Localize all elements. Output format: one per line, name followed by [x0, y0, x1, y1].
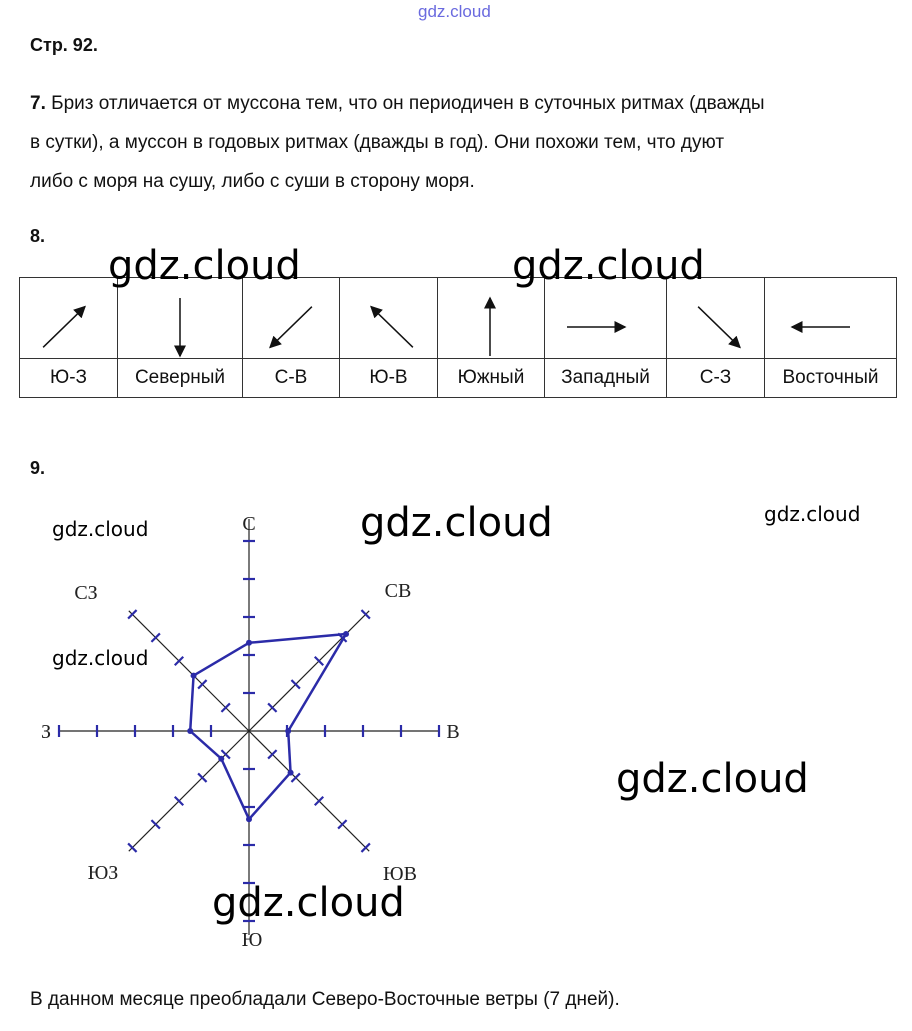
rose-tick: [127, 842, 138, 853]
watermark: gdz.cloud: [212, 880, 405, 926]
rose-direction-label: СЗ: [74, 582, 97, 604]
question-7: 7. Бриз отличается от муссона тем, что о…: [30, 84, 765, 201]
arrow-cell: [666, 277, 765, 359]
rose-tick: [150, 632, 161, 643]
rose-tick: [313, 655, 325, 667]
arrow-south-west-icon: [269, 306, 313, 349]
watermark: gdz.cloud: [52, 517, 149, 541]
rose-tick: [267, 749, 278, 760]
rose-tick: [150, 819, 161, 830]
watermark: gdz.cloud: [764, 502, 861, 526]
q8-number: 8.: [30, 226, 46, 246]
rose-tick: [267, 702, 278, 713]
arrow-cell: [544, 277, 667, 359]
rose-tick: [127, 609, 138, 620]
q7-number: 7.: [30, 93, 46, 114]
rose-direction-label: С: [242, 513, 255, 535]
watermark-top: gdz.cloud: [418, 2, 491, 21]
wind-label: Северный: [117, 358, 243, 398]
rose-axis: [248, 730, 370, 852]
watermark: gdz.cloud: [616, 756, 809, 802]
rose-direction-label: В: [446, 721, 459, 743]
wind-label: Восточный: [764, 358, 897, 398]
rose-direction-label: ЮВ: [383, 863, 417, 885]
rose-tick: [337, 819, 348, 830]
rose-data-point: [187, 728, 194, 734]
arrow-cell: [242, 277, 340, 359]
arrow-north-east-icon: [42, 305, 86, 348]
watermark: gdz.cloud: [52, 646, 149, 670]
watermark: gdz.cloud: [512, 243, 705, 289]
rose-direction-label: З: [41, 721, 51, 743]
wind-label: С-З: [666, 358, 765, 398]
rose-tick: [360, 609, 371, 620]
rose-data-point: [287, 769, 294, 776]
rose-data-point: [285, 728, 292, 734]
wind-label: Западный: [544, 358, 667, 398]
rose-direction-label: ЮЗ: [88, 862, 119, 884]
rose-direction-label: Ю: [242, 929, 263, 951]
rose-tick: [173, 795, 185, 807]
rose-polygon: [188, 632, 348, 821]
wind-label: Южный: [437, 358, 545, 398]
rose-data-point: [246, 639, 252, 646]
watermark: gdz.cloud: [360, 500, 553, 546]
wind-label: Ю-В: [339, 358, 438, 398]
rose-tick: [197, 679, 208, 690]
arrow-cell: [764, 277, 897, 359]
wind-direction-table: Ю-З Северный С-В Ю-В Южный Западный С-З …: [19, 277, 897, 398]
rose-tick: [313, 795, 325, 807]
rose-axis: [128, 730, 250, 852]
rose-tick: [290, 679, 301, 690]
page-heading: Стр. 92.: [30, 35, 98, 55]
arrow-cell: [437, 277, 545, 359]
arrow-south-east-icon: [697, 306, 741, 349]
rose-axis: [128, 610, 250, 732]
rose-axis: [248, 610, 370, 732]
rose-data-point: [218, 755, 225, 762]
rose-data-point: [343, 630, 350, 637]
q7-line: в сутки), а муссон в годовых ритмах (два…: [30, 132, 725, 153]
wind-label: С-В: [242, 358, 340, 398]
q9-conclusion: В данном месяце преобладали Северо-Восто…: [30, 989, 620, 1010]
rose-tick: [197, 772, 208, 783]
arrow-north-west-icon: [370, 305, 414, 348]
q9-number: 9.: [30, 458, 46, 478]
rose-tick: [360, 842, 371, 853]
rose-data-point: [190, 672, 197, 679]
watermark: gdz.cloud: [108, 243, 301, 289]
rose-tick: [173, 655, 185, 667]
rose-data-point: [246, 816, 252, 823]
rose-tick: [290, 772, 301, 783]
rose-tick: [220, 749, 231, 760]
rose-direction-label: СВ: [385, 580, 412, 602]
arrow-cell: [339, 277, 438, 359]
q7-line: либо с моря на сушу, либо с суши в сторо…: [30, 171, 475, 192]
rose-tick: [220, 702, 231, 713]
q7-line: Бриз отличается от муссона тем, что он п…: [51, 93, 765, 114]
